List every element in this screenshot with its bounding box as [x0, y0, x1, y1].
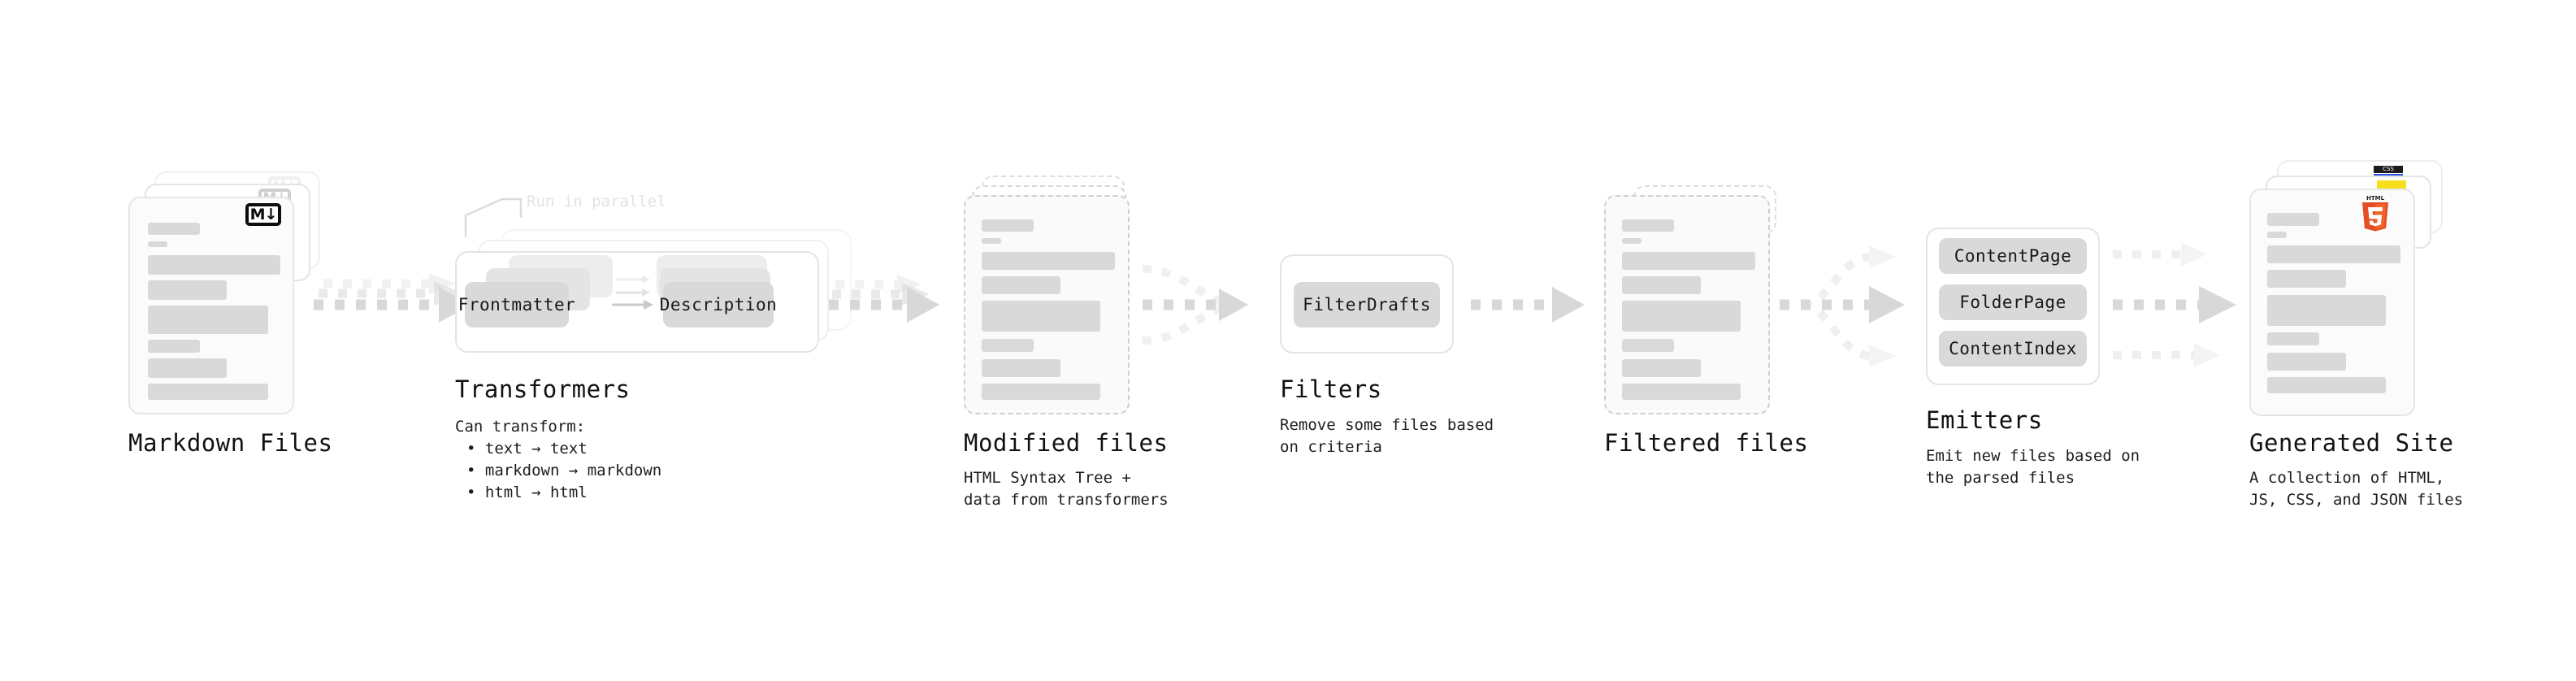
skeleton-line-3 — [148, 306, 268, 334]
run-in-parallel-label: Run in parallel — [527, 193, 666, 210]
filters-title: Filters — [1280, 375, 1382, 403]
skeleton-line-5 — [1622, 359, 1701, 377]
skeleton-meta — [2267, 232, 2287, 238]
skeleton-line-1 — [982, 252, 1115, 270]
emitter-pill-contentpage[interactable]: ContentPage — [1939, 238, 2087, 274]
modified-files-title: Modified files — [964, 429, 1169, 457]
transformers-title: Transformers — [455, 375, 631, 403]
markdown-badge-icon: M↓ — [245, 203, 281, 226]
html5-icon: HTML — [2359, 193, 2392, 232]
skeleton-line-6 — [1622, 384, 1741, 400]
modified-files-description: HTML Syntax Tree + data from transformer… — [964, 469, 1169, 509]
skeleton-line-5 — [148, 358, 227, 378]
skeleton-line-1 — [148, 255, 280, 275]
skeleton-line-6 — [2267, 377, 2386, 393]
markdown-files-title: Markdown Files — [128, 429, 333, 457]
filtered-files-title: Filtered files — [1604, 429, 1809, 457]
skeleton-line-4 — [2267, 332, 2319, 345]
generated-site-description: A collection of HTML, JS, CSS, and JSON … — [2249, 469, 2464, 509]
emitters-title: Emitters — [1926, 406, 2043, 434]
skeleton-line-4 — [1622, 339, 1674, 352]
skeleton-line-1 — [1622, 252, 1755, 270]
skeleton-line-2 — [982, 276, 1060, 294]
skeleton-line-3 — [1622, 301, 1741, 332]
generated-site-title: Generated Site — [2249, 429, 2454, 457]
transformers-bullet-1: • text → text — [466, 440, 588, 458]
skeleton-title — [982, 219, 1034, 232]
transformers-bullet-3: • html → html — [466, 484, 588, 501]
transformer-pill-frontmatter[interactable]: Frontmatter — [458, 282, 575, 327]
skeleton-line-2 — [148, 280, 227, 300]
filters-description: Remove some files based on criteria — [1280, 416, 1494, 456]
emitter-pill-folderpage[interactable]: FolderPage — [1939, 284, 2087, 320]
filter-pill-filterdrafts[interactable]: FilterDrafts — [1294, 282, 1440, 327]
skeleton-meta — [982, 238, 1001, 244]
skeleton-line-6 — [982, 384, 1100, 400]
skeleton-line-4 — [982, 339, 1034, 352]
skeleton-line-3 — [2267, 295, 2386, 326]
skeleton-line-1 — [2267, 245, 2400, 263]
skeleton-line-2 — [1622, 276, 1701, 294]
svg-text:HTML: HTML — [2366, 195, 2385, 202]
skeleton-meta — [1622, 238, 1641, 244]
transformer-pill-description[interactable]: Description — [660, 282, 777, 327]
css-icon-label: CSS — [2374, 166, 2403, 173]
skeleton-title — [148, 223, 200, 235]
skeleton-line-4 — [148, 340, 200, 353]
skeleton-line-3 — [982, 301, 1100, 332]
emitter-pill-contentindex[interactable]: ContentIndex — [1939, 331, 2087, 367]
skeleton-line-5 — [2267, 353, 2346, 371]
transformers-description: Can transform: — [455, 418, 586, 436]
skeleton-title — [2267, 213, 2319, 226]
skeleton-line-2 — [2267, 270, 2346, 288]
skeleton-meta — [148, 241, 167, 247]
skeleton-line-6 — [148, 384, 268, 400]
skeleton-title — [1622, 219, 1674, 232]
skeleton-line-5 — [982, 359, 1060, 377]
transformers-bullet-2: • markdown → markdown — [466, 462, 662, 479]
emitters-description: Emit new files based on the parsed files — [1926, 447, 2140, 487]
